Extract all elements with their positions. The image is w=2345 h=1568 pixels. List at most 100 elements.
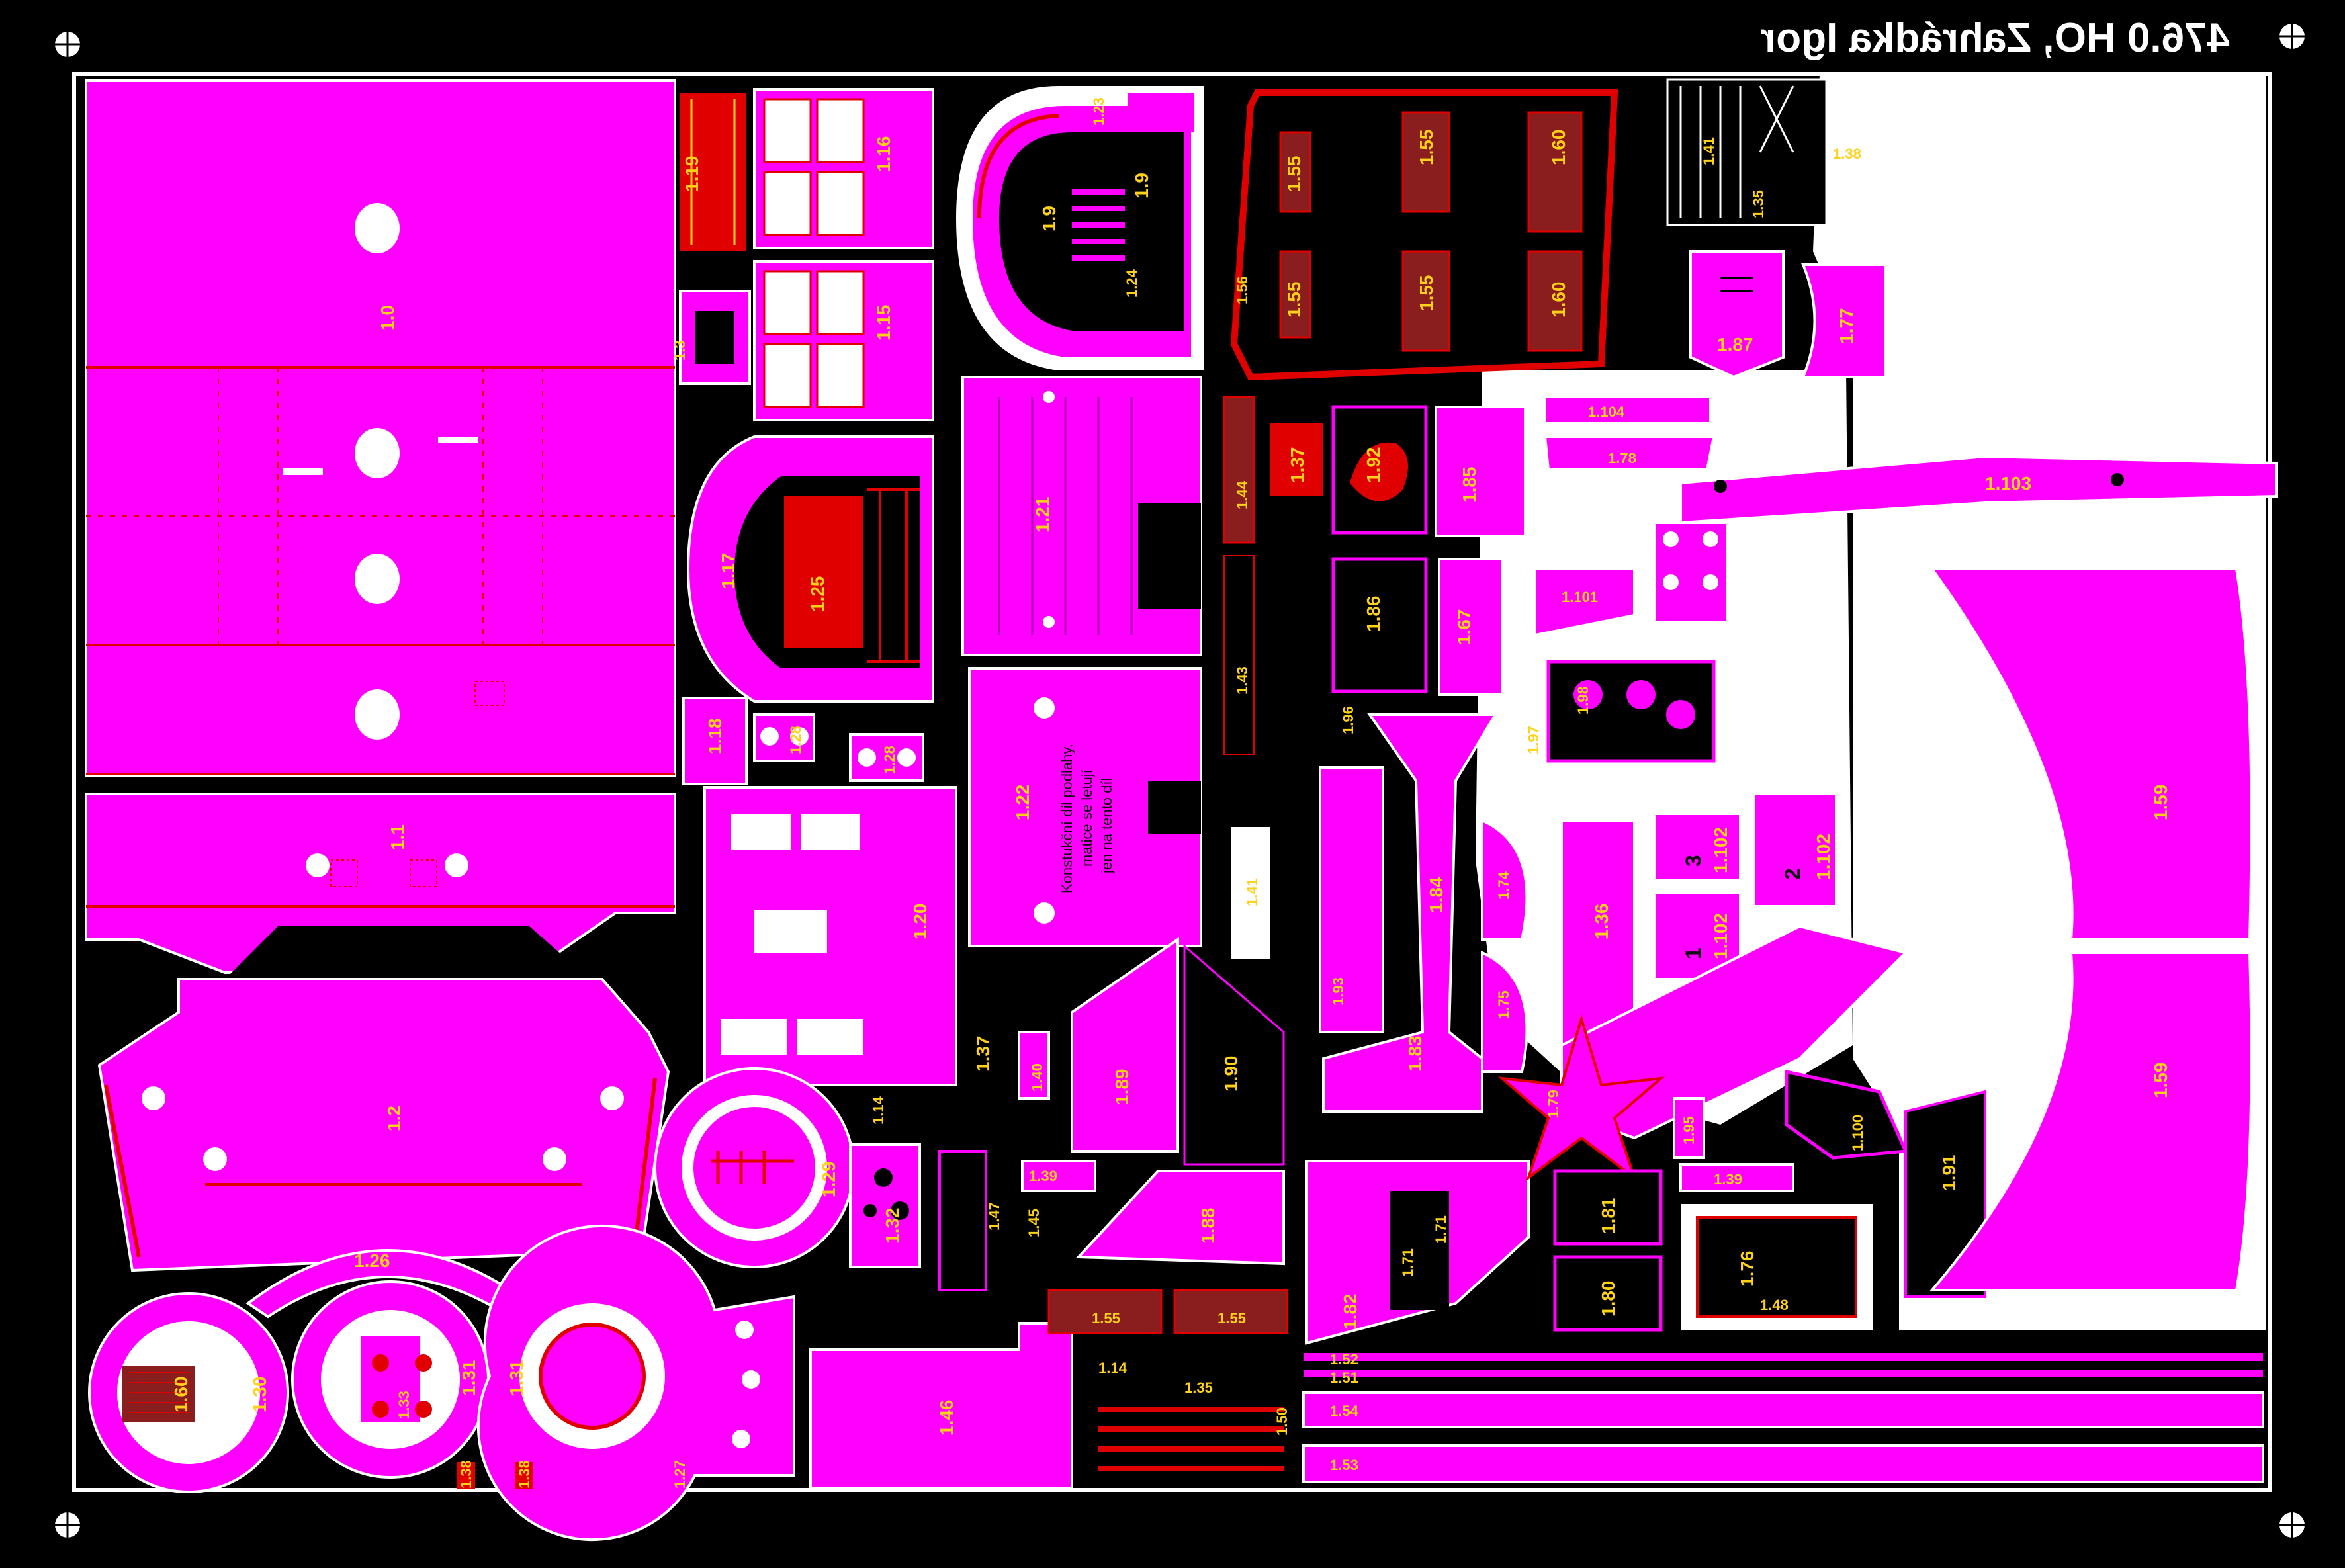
part-label: 1.87 [1717,334,1753,355]
part-label: 1.20 [910,904,930,940]
part-label: 1.104 [1588,404,1625,420]
part-1-77: 1.77 [1801,263,1887,378]
part-label: 1.90 [1221,1056,1241,1092]
part-1-31: 1.33 1.31 [291,1280,490,1479]
part-strips: 1.52 1.51 1.54 1.53 [1302,1351,2264,1483]
part-1-59b: 1.59 [1929,951,2253,1291]
part-1-87: 1.87 [1689,250,1785,379]
part-label: 1.2 [384,1106,404,1131]
part-1-95 [1673,1097,1705,1159]
part-label: 2 [1781,868,1804,880]
part-label: 1.102 [1813,834,1834,880]
part-1-76: 1.76 1.48 [1681,1204,1873,1330]
part-label: 1.24 [1124,269,1140,298]
part-label: 1.28 [787,726,804,754]
part-label: 1.75 [1495,990,1512,1019]
part-1-38-tab [457,1462,475,1489]
part-1-15: 1.15 [753,260,934,421]
part-1-80: 1.80 [1553,1255,1663,1332]
part-1-32: 1.32 [849,1143,921,1268]
part-1-28: 1.28 [753,713,815,762]
part-label: 1.74 [1495,871,1512,900]
part-1-17: 1.17 1.25 [686,435,934,703]
part-label: 1.41 [1244,878,1261,906]
note-line: Konstukční díl podlahy, [1059,744,1075,893]
part-label: 1.23 [1090,97,1107,126]
part-1-29: 1.29 [654,1067,855,1268]
part-1-16: 1.16 [753,88,934,249]
part-1-92: 1.92 [1331,405,1428,535]
part-label: 1.85 [1459,467,1480,503]
part-label: 1.76 [1737,1251,1757,1287]
part-1-67: 1.67 [1438,558,1503,696]
part-label: 1.54 [1330,1403,1359,1419]
part-1-50-rods [1098,1407,1284,1471]
part-1-86: 1.86 [1331,557,1428,693]
note-line: matice se letují [1079,769,1095,867]
part-label: 1.95 [1681,1116,1697,1145]
part-label: 1.43 [1234,666,1251,695]
part-1-40 [1018,1031,1050,1100]
part-1-101 [1534,568,1636,637]
part-label: 1.80 [1598,1281,1618,1317]
part-label: 1.15 [873,305,894,341]
part-1-78 [1543,435,1716,471]
part-1-102a: 3 1.102 [1653,812,1742,881]
part-1-2: 1.2 [97,978,670,1272]
part-label: 1.55 [1416,130,1437,166]
part-label: 1.55 [1217,1310,1246,1327]
part-label: 1.71 [1399,1248,1416,1277]
part-label: 1.41 [1701,137,1717,165]
part-label: 1.0 [377,305,398,331]
part-label: 1.52 [1330,1351,1358,1368]
part-label: 1.59 [2150,785,2171,821]
part-1-39 [1021,1160,1096,1192]
sheet-title: 476.0 HO, Zahrádka Igor [1760,15,2230,61]
part-label: 1.82 [1340,1294,1360,1330]
part-label: 1.29 [819,1162,839,1198]
part-bracket-plate [1653,521,1728,623]
part-1-20: 1.20 [703,786,957,1086]
part-label: 1.96 [1340,706,1356,734]
part-label: 1.56 [1234,276,1251,304]
part-label: 1.60 [1548,130,1569,166]
part-1-90: 1.90 [1183,943,1285,1166]
part-label: 1.88 [1198,1208,1218,1244]
part-1-22: 1.22 Konstukční díl podlahy, matice se l… [968,667,1202,947]
part-1-41 [1231,827,1270,959]
part-label: 1.51 [1330,1370,1358,1386]
part-label: 1.19 [682,156,702,193]
part-1-82: 1.82 1.71 1.71 [1305,1160,1530,1345]
part-label: 1.3 [672,340,688,361]
part-label: 1.14 [1098,1360,1128,1376]
part-label: 1.55 [1284,156,1304,193]
part-label: 1.101 [1562,589,1598,605]
part-1-30: 1.60 1.30 [88,1292,289,1493]
part-label: 1.27 [672,1460,688,1489]
part-label: 1.33 [396,1391,412,1419]
part-label: 1.17 [718,553,738,589]
part-label: 1.38 [458,1460,474,1489]
part-label: 1.84 [1426,877,1446,913]
part-label: 1.79 [1545,1090,1562,1118]
part-1-98: 1.98 1.97 [1525,660,1716,763]
part-label: 1.9 [1039,206,1059,232]
part-1-100 [1785,1069,1908,1160]
part-1-104 [1544,396,1712,425]
part-label: 1.60 [1548,282,1569,318]
part-label: 1.78 [1608,450,1636,466]
part-label: 1.37 [1287,447,1307,484]
part-label: 1.18 [705,719,725,755]
part-1-55-frame: 1.55 1.55 1.55 1.55 1.56 1.60 1.60 [1230,89,1618,381]
part-label: 1.55 [1284,282,1304,318]
part-label: 1.92 [1363,447,1384,484]
part-1-36: 1.36 [1560,819,1636,1047]
part-1-9-frame: 1.23 1.9 1.9 1.24 [956,86,1204,370]
part-1-84: 1.84 1.83 [1322,713,1498,1113]
part-label: 1.30 [249,1377,270,1413]
part-label: 1.25 [807,576,828,613]
part-label: 1.71 [1433,1215,1449,1244]
part-label: 1.102 [1710,827,1731,873]
part-label: 1.1 [387,824,408,850]
part-label: 3 [1681,855,1705,867]
